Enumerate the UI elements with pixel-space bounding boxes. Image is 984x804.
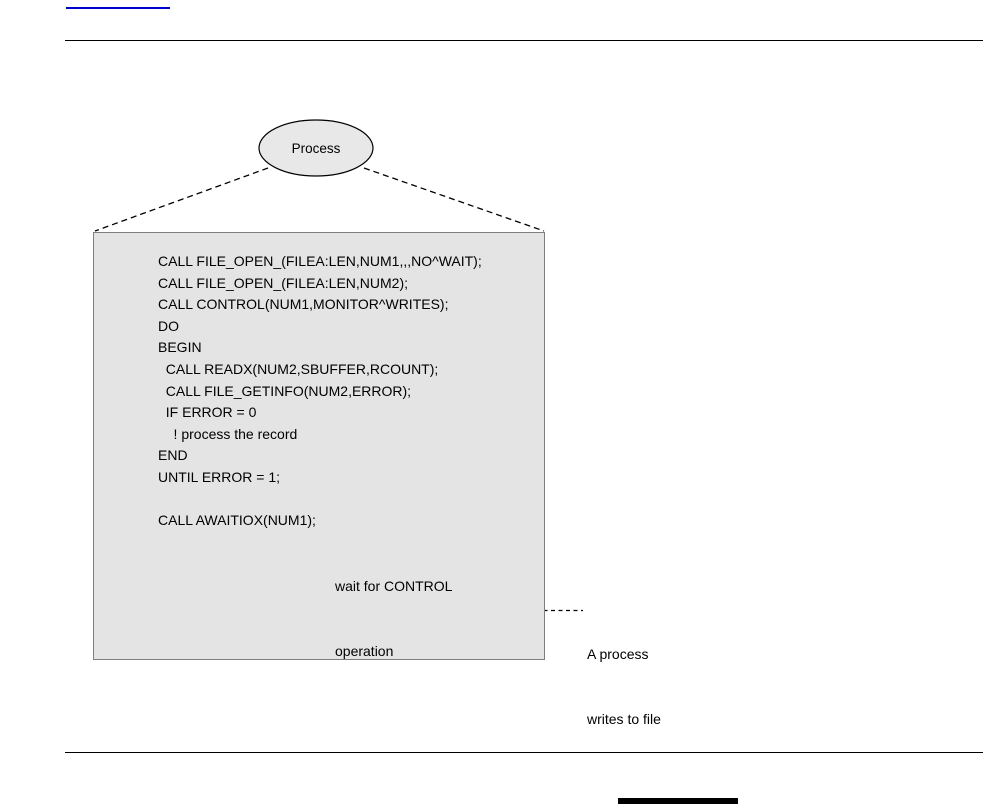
code-line: UNTIL ERROR = 1; <box>158 468 281 485</box>
wait-annotation-line2: operation <box>335 642 394 659</box>
top-link[interactable] <box>66 0 170 9</box>
code-line: CALL FILE_OPEN_(FILEA:LEN,NUM1,,,NO^WAIT… <box>158 253 482 269</box>
code-line: CALL FILE_GETINFO(NUM2,ERROR); <box>158 382 412 399</box>
zoom-line-right <box>363 167 545 232</box>
code-line <box>158 489 482 511</box>
code-line: CALL CONTROL(NUM1,MONITOR^WRITES); <box>158 296 449 313</box>
external-annotation-line1: A process <box>587 646 649 662</box>
external-annotation-line2: writes to file <box>587 710 661 727</box>
code-line: CALL AWAITIOX(NUM1); <box>158 512 316 529</box>
code-line: CALL FILE_OPEN_(FILEA:LEN,NUM2); <box>158 274 409 291</box>
process-ellipse-label: Process <box>291 141 341 156</box>
code-listing: CALL FILE_OPEN_(FILEA:LEN,NUM1,,,NO^WAIT… <box>158 251 482 532</box>
external-event-annotation: A process writes to file <box>587 601 661 773</box>
bottom-divider <box>65 752 983 753</box>
wait-annotation: wait for CONTROL operation <box>335 533 452 705</box>
code-line: DO <box>158 317 179 334</box>
code-box <box>93 232 545 660</box>
code-line: ! process the record <box>158 425 298 442</box>
zoom-line-left <box>94 167 269 232</box>
wait-annotation-line1: wait for CONTROL <box>335 578 453 594</box>
code-line: END <box>158 447 188 464</box>
code-line: CALL READX(NUM2,SBUFFER,RCOUNT); <box>158 360 439 377</box>
footer-graphic-partial <box>618 798 738 804</box>
top-divider <box>65 40 983 41</box>
code-line: BEGIN <box>158 339 202 356</box>
code-line: IF ERROR = 0 <box>158 404 257 421</box>
